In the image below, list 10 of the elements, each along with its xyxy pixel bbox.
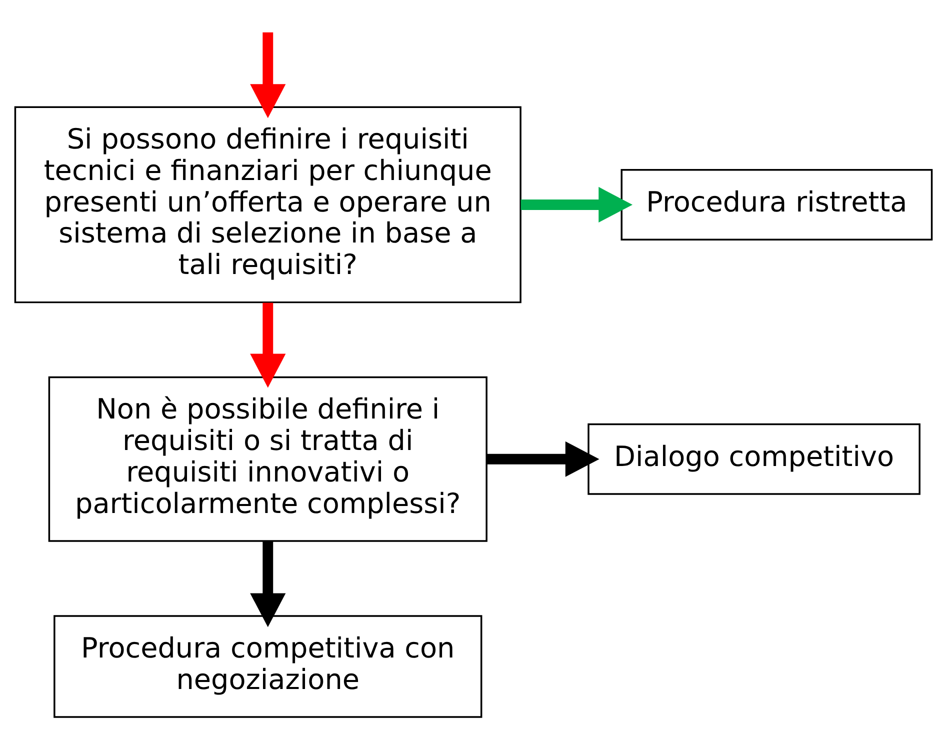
node-box: Non è possibile definire i requisiti o si tratta di requisiti innovativi o particolarmente complessi?: [48, 376, 488, 542]
node-box: Procedura ristretta: [620, 168, 933, 240]
node-box: Si possono definire i requisiti tecnici e finanziari per chiunque presenti un’offerta e operare un sistema di selezione in base a tali requisiti?: [14, 106, 522, 303]
arrow: [250, 32, 286, 118]
arrow: [250, 540, 286, 627]
arrow: [520, 186, 633, 222]
node-box: Procedura competitiva con negoziazione: [54, 614, 482, 718]
node-box: Dialogo competitivo: [588, 422, 920, 494]
arrow: [486, 440, 600, 476]
arrow: [250, 302, 286, 388]
